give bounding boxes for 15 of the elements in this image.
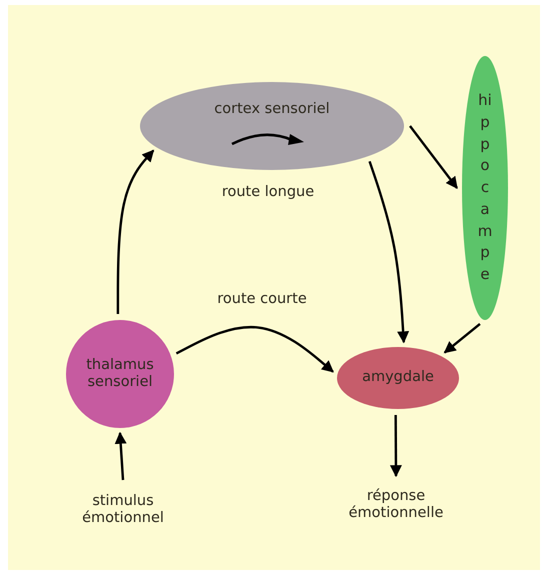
- node-label: réponse émotionnelle: [348, 488, 444, 522]
- arrow: [390, 414, 402, 478]
- node-label: thalamus sensoriel: [85, 356, 155, 392]
- node-label: amygdale: [362, 369, 434, 387]
- arrow: [114, 432, 127, 480]
- route-label: route longue: [222, 184, 314, 200]
- arrow: [444, 322, 481, 354]
- arrow: [409, 125, 458, 189]
- node-label: cortex sensoriel: [214, 101, 330, 119]
- node-label: stimulus émotionnel: [81, 492, 165, 528]
- node-label: hippocampe: [478, 90, 492, 286]
- arrow: [116, 150, 154, 314]
- arrow: [368, 160, 410, 344]
- arrow: [176, 326, 334, 373]
- route-label: route courte: [217, 291, 307, 307]
